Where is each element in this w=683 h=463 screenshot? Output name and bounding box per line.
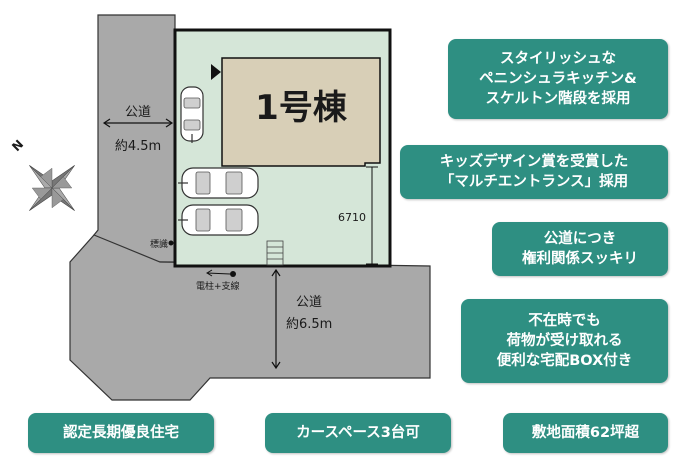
- arrow-icon: [206, 269, 231, 277]
- dimension-line: [366, 166, 378, 265]
- compass-north-label: N: [9, 137, 26, 154]
- marker-label: 標識: [150, 238, 168, 250]
- feature-badge-kitchen: スタイリッシュな ペニンシュラキッチン& スケルトン階段を採用: [448, 39, 668, 119]
- road-north-label: 公道: [125, 105, 151, 120]
- feature-badge-public-road: 公道につき 権利関係スッキリ: [492, 222, 668, 276]
- pole-label: 電柱+支線: [196, 280, 240, 292]
- entrance-steps: [266, 240, 284, 266]
- badge-long-term-housing: 認定長期優良住宅: [28, 413, 214, 453]
- car-icon: [178, 167, 259, 199]
- badge-car-space: カースペース3台可: [265, 413, 451, 453]
- entrance-marker-icon: [211, 64, 221, 80]
- road-south-width: 約6.5m: [286, 317, 332, 332]
- arrow-icon: [271, 268, 281, 370]
- dimension-label: 6710: [338, 211, 366, 224]
- car-icon: [180, 86, 204, 143]
- car-icon: [178, 204, 259, 236]
- compass-rose-icon: [29, 165, 75, 211]
- feature-badge-entrance: キッズデザイン賞を受賞した 「マルチエントランス」採用: [400, 145, 668, 199]
- badge-lot-area: 敷地面積62坪超: [503, 413, 668, 453]
- marker-dot: [168, 240, 174, 246]
- building-label: 1号棟: [255, 88, 348, 128]
- feature-badge-delivery-box: 不在時でも 荷物が受け取れる 便利な宅配BOX付き: [461, 299, 668, 383]
- road-north-width: 約4.5m: [115, 139, 161, 154]
- building: [221, 57, 381, 167]
- road-south-label: 公道: [296, 295, 322, 310]
- pole-dot: [230, 271, 236, 277]
- arrow-icon: [102, 118, 174, 128]
